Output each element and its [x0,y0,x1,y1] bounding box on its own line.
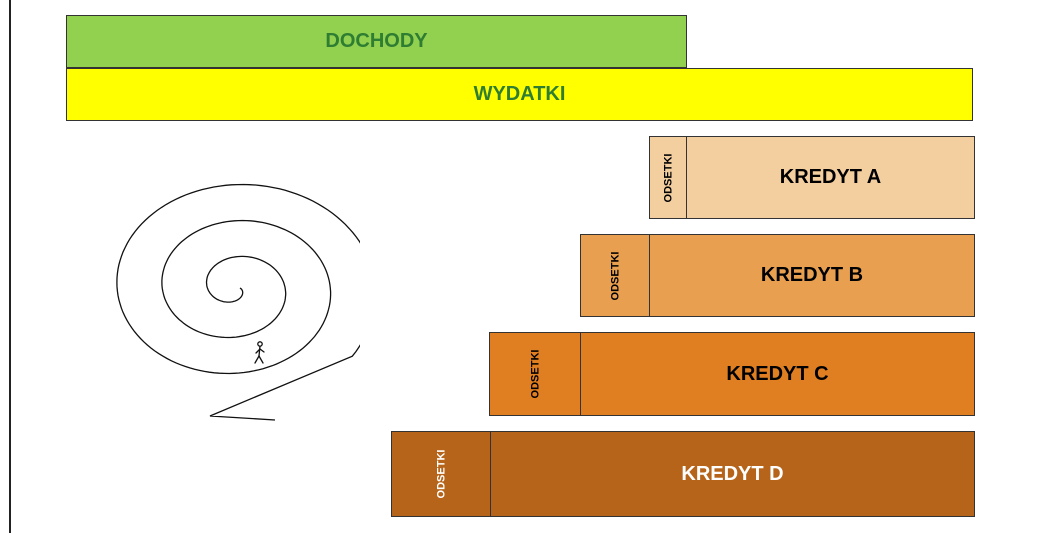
loan-c-block: ODSETKI KREDYT C [489,332,975,416]
loan-a-label: KREDYT A [779,166,882,188]
loan-b-interest-label: ODSETKI [609,251,621,300]
left-border-line [9,0,11,533]
loan-a-interest: ODSETKI [650,137,687,218]
expenses-bar: WYDATKI [66,68,973,121]
loan-d-interest: ODSETKI [392,432,491,516]
loan-a-block: ODSETKI KREDYT A [649,136,975,219]
walking-person-icon [254,341,265,364]
loan-c-interest: ODSETKI [490,333,581,415]
income-label: DOCHODY [325,30,428,52]
expenses-label: WYDATKI [473,83,566,105]
loan-d-principal: KREDYT D [491,432,974,516]
loan-b-label: KREDYT B [760,264,864,286]
loan-a-principal: KREDYT A [687,137,974,218]
loan-c-interest-label: ODSETKI [529,349,541,399]
spiral-path [116,183,360,421]
loan-c-label: KREDYT C [726,362,829,385]
loan-b-interest: ODSETKI [581,235,650,316]
loan-c-principal: KREDYT C [581,333,974,415]
loan-a-interest-label: ODSETKI [662,153,674,202]
loan-b-block: ODSETKI KREDYT B [580,234,975,317]
debt-spiral-icon [116,183,360,421]
loan-d-label: KREDYT D [681,462,784,485]
loan-b-principal: KREDYT B [650,235,974,316]
loan-d-interest-label: ODSETKI [435,449,447,499]
income-bar: DOCHODY [66,15,687,68]
loan-d-block: ODSETKI KREDYT D [391,431,975,517]
